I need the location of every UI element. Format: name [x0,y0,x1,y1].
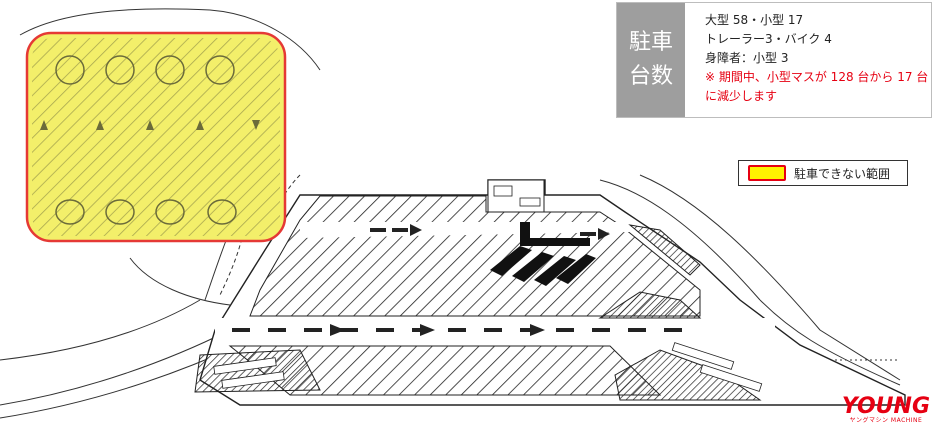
bus-zone-left [194,349,321,393]
capacity-note-line-2: に減少します [705,89,778,103]
legend-swatch [748,165,786,181]
label-line-1: 駐車 [628,30,673,55]
no-parking-circles [55,55,237,225]
capacity-note-line-1: ※ 期間中、小型マスが 128 台から 17 台 [705,70,929,84]
map-legend: 駐車できない範囲 [738,160,908,186]
hatched-zone-corner [628,224,701,276]
bike-stalls [490,222,596,286]
capacity-line-disabled: 身障者：小型 3 [705,51,789,65]
hatched-zone-right-lower [614,349,762,401]
legend-label: 駐車できない範囲 [794,166,891,181]
hatched-zone-right-upper [598,291,702,319]
young-machine-logo: YOUNG ヤングマシン MACHINE [842,396,930,424]
parking-capacity-label: 駐車 台数 [617,3,685,117]
capacity-line-trailer-bike: トレーラー3・バイク 4 [705,32,832,46]
aisle-upper [300,222,630,238]
label-line-2: 台数 [628,64,673,89]
parking-capacity-box: 駐車 台数 大型 58・小型 17 トレーラー3・バイク 4 身障者：小型 3 … [616,2,932,118]
lane-markings [232,224,682,336]
logo-main-text: YOUNG [841,394,930,419]
no-parking-arrows [40,120,260,130]
parking-capacity-details: 大型 58・小型 17 トレーラー3・バイク 4 身障者：小型 3 ※ 期間中、… [705,11,929,106]
capacity-line-large-small: 大型 58・小型 17 [705,13,804,27]
logo-sub-text: ヤングマシン MACHINE [849,417,923,424]
